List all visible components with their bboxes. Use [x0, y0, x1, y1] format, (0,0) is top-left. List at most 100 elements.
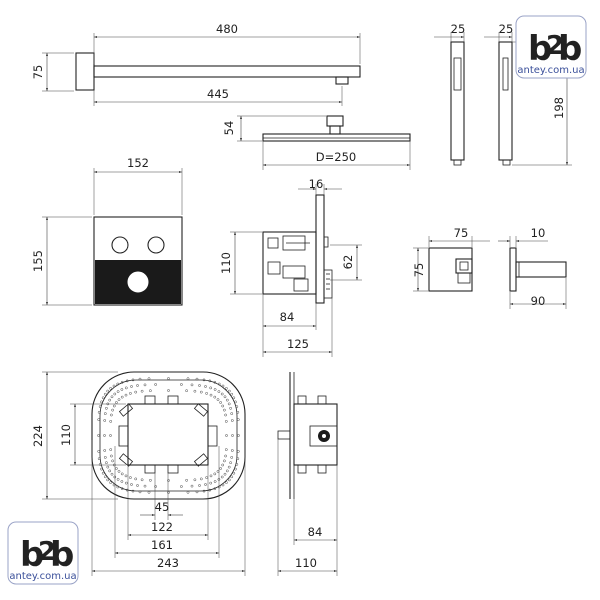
perforation-dot: [223, 395, 227, 399]
perforation-dot: [227, 478, 231, 482]
perforation-dot: [221, 483, 225, 487]
perforation-dot: [227, 465, 231, 469]
dim-hand-25a: 25: [451, 22, 466, 36]
perforation-dot: [110, 413, 113, 417]
perforation-dot: [224, 448, 228, 451]
perforation-dot: [149, 478, 152, 482]
perforation-dot: [209, 474, 213, 478]
dim-head-d250: D=250: [316, 150, 356, 164]
perforation-dot: [229, 461, 232, 465]
dim-side-84: 84: [280, 310, 295, 324]
perforation-dot: [221, 384, 225, 388]
perforation-dot: [217, 390, 221, 393]
perforation-dot: [236, 418, 240, 421]
hand-shower-front: [450, 41, 465, 161]
perforation-dot: [190, 383, 194, 387]
dim-box-side-84: 84: [308, 525, 323, 539]
perforation-dot: [147, 490, 151, 494]
shower-head-view: 54 D=250: [222, 115, 411, 170]
perforation-dot: [149, 389, 152, 393]
perforation-dot: [231, 434, 234, 437]
perforation-dot: [116, 478, 120, 481]
perforation-dot: [224, 420, 228, 423]
perforation-dot: [209, 386, 213, 390]
perforation-dot: [195, 490, 199, 494]
control-panel-view: 152 155: [31, 156, 183, 306]
arm-connector: [335, 76, 349, 85]
dim-panel-155: 155: [31, 250, 45, 272]
perforation-dot: [134, 390, 138, 394]
perforation-dot: [134, 477, 138, 481]
perforation-dot: [219, 467, 222, 470]
box-side-view: 84 110: [277, 372, 338, 576]
perforation-dot: [143, 484, 147, 488]
perforation-dot: [111, 459, 114, 463]
wall-outlet-view: 75 75 10 90: [412, 226, 567, 309]
perforation-dot: [106, 389, 110, 393]
perforation-dot: [237, 434, 240, 437]
dim-hand-198: 198: [552, 97, 566, 119]
perforation-dot: [100, 467, 103, 471]
perforation-dot: [202, 489, 206, 493]
perforation-dot: [224, 454, 227, 458]
perforation-dot: [98, 463, 102, 466]
perforation-dot: [97, 410, 101, 414]
perforation-dot: [209, 481, 213, 485]
wall-plate: [315, 194, 325, 304]
perforation-dot: [225, 387, 228, 390]
perforation-dot: [136, 384, 139, 387]
perforation-dot: [230, 419, 234, 422]
perforation-dot: [221, 404, 225, 408]
perforation-dot: [225, 481, 228, 484]
perforation-dot: [219, 401, 222, 404]
perforation-dot: [103, 434, 106, 437]
perforation-dot: [208, 488, 212, 492]
perforation-dot: [106, 465, 110, 469]
perforation-dot: [223, 408, 226, 412]
perforation-dot: [100, 400, 103, 404]
perforation-dot: [109, 448, 113, 451]
perforation-dot: [124, 481, 128, 485]
hand-shower-side: [498, 41, 513, 161]
perforation-dot: [230, 449, 234, 452]
dim-hand-25b: 25: [499, 22, 514, 36]
perforation-dot: [120, 395, 124, 399]
arm-tube: [93, 65, 361, 78]
perforation-dot: [216, 398, 220, 401]
head-plate: [262, 133, 411, 142]
button-left: [111, 236, 129, 254]
perforation-dot: [115, 401, 118, 404]
panel-outline: [93, 216, 183, 306]
perforation-dot: [120, 487, 124, 491]
perforation-dot: [167, 491, 170, 494]
perforation-dot: [136, 484, 139, 487]
perforation-dot: [204, 385, 207, 388]
perforation-dot: [223, 472, 227, 476]
perforation-dot: [232, 471, 236, 475]
perforation-dot: [130, 385, 133, 388]
perforation-dot: [202, 378, 206, 382]
perforation-dot: [223, 459, 226, 463]
perforation-dot: [108, 398, 112, 402]
perforation-dot: [131, 378, 135, 382]
panel-side-view: 16 110 62 84 125: [219, 177, 362, 357]
dim-box-161: 161: [151, 538, 173, 552]
perforation-dot: [195, 377, 199, 381]
shower-arm-view: 480 75 445: [31, 22, 361, 106]
perforation-dot: [225, 398, 229, 402]
dim-arm-480: 480: [216, 22, 238, 36]
perforation-dot: [213, 395, 217, 399]
perforation-dot: [112, 384, 116, 388]
perforation-dot: [120, 380, 124, 384]
perforation-dot: [113, 392, 117, 396]
dim-box-122: 122: [151, 520, 173, 534]
logo-url-top: antey.com.ua: [517, 65, 584, 76]
perforation-dot: [230, 412, 234, 415]
perforation-dot: [116, 485, 120, 489]
perforation-dot: [224, 413, 227, 417]
perforation-dot: [120, 388, 124, 391]
box-outer-frame: [91, 371, 246, 500]
perforation-dot: [111, 408, 114, 412]
box-inner-housing: [127, 403, 209, 466]
perforation-dot: [154, 485, 157, 488]
